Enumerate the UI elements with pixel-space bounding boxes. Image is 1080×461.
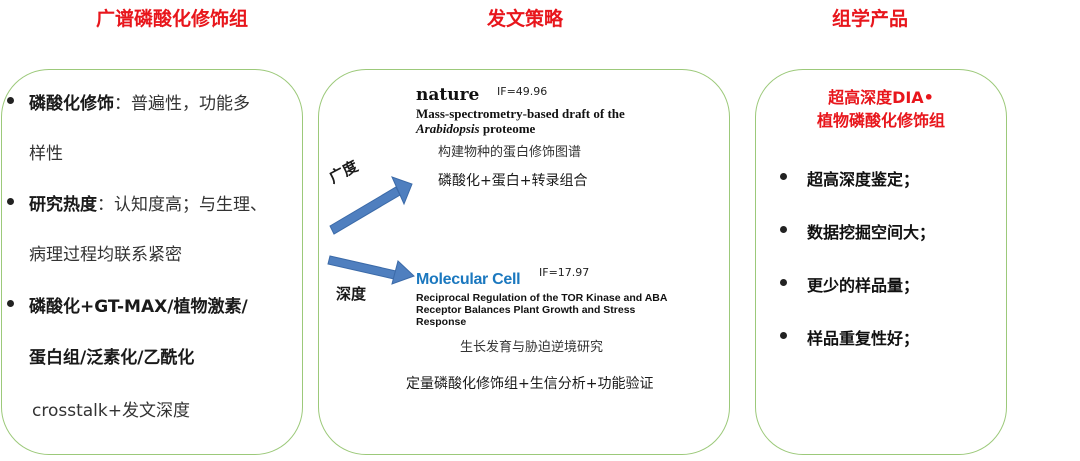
left-item-1-continuation: 样性 bbox=[29, 144, 63, 164]
product-bullet-3 bbox=[780, 279, 787, 286]
left-item-2-text: ：认知度高；与生理、 bbox=[97, 195, 267, 215]
bullet-1 bbox=[7, 97, 14, 104]
paper1-title-line2: Arabidopsis proteome bbox=[416, 121, 625, 136]
product-feature-3: 更少的样品量； bbox=[807, 276, 920, 295]
header-left: 广谱磷酸化修饰组 bbox=[95, 8, 248, 30]
paper2-title: Reciprocal Regulation of the TOR Kinase … bbox=[416, 292, 667, 328]
product-bullet-1 bbox=[780, 173, 787, 180]
paper1-impact-factor: IF=49.96 bbox=[497, 85, 548, 98]
product-bullet-4 bbox=[780, 332, 787, 339]
nature-journal-logo: nature bbox=[416, 85, 480, 105]
paper2-title-line3: Response bbox=[416, 316, 467, 328]
paper1-approach: 磷酸化+蛋白+转录组合 bbox=[438, 173, 588, 189]
left-item-1-text: ：普遍性，功能多 bbox=[114, 94, 250, 114]
left-item-1: 磷酸化修饰：普遍性，功能多 bbox=[29, 89, 250, 114]
product-title-line2: 植物磷酸化修饰组 bbox=[816, 111, 945, 130]
paper2-impact-factor: IF=17.97 bbox=[539, 266, 590, 279]
middle-panel bbox=[318, 69, 730, 455]
product-bullet-2 bbox=[780, 226, 787, 233]
paper2-title-line2: Receptor Balances Plant Growth and Stres… bbox=[416, 304, 636, 316]
left-item-3-label: 磷酸化+GT-MAX/植物激素/ bbox=[29, 297, 248, 317]
paper1-title: Mass-spectrometry-based draft of the Ara… bbox=[416, 106, 625, 136]
paper2-approach: 定量磷酸化修饰组+生信分析+功能验证 bbox=[406, 376, 654, 392]
paper2-title-line1: Reciprocal Regulation of the TOR Kinase … bbox=[416, 292, 668, 304]
left-item-3-continuation-text: 蛋白组/泛素化/乙酰化 bbox=[29, 348, 195, 368]
product-feature-1: 超高深度鉴定； bbox=[807, 170, 920, 189]
label-depth: 深度 bbox=[336, 285, 367, 303]
arrow-depth-icon bbox=[327, 255, 415, 285]
product-feature-2: 数据挖掘空间大； bbox=[807, 223, 936, 242]
paper1-caption: 构建物种的蛋白修饰图谱 bbox=[438, 145, 582, 160]
molecular-cell-journal-logo: Molecular Cell bbox=[416, 271, 521, 288]
header-right: 组学产品 bbox=[831, 8, 908, 30]
right-panel bbox=[755, 69, 1007, 455]
left-item-1-label: 磷酸化修饰 bbox=[29, 94, 114, 114]
arrows bbox=[327, 176, 415, 285]
paper1-title-rest: proteome bbox=[479, 121, 536, 136]
product-title-line1: 超高深度DIA• bbox=[828, 88, 934, 107]
left-item-3-continuation: 蛋白组/泛素化/乙酰化 bbox=[29, 343, 194, 368]
left-panel bbox=[1, 69, 303, 455]
bullet-3 bbox=[7, 300, 14, 307]
arrow-breadth-icon bbox=[329, 176, 413, 235]
bullet-2 bbox=[7, 198, 14, 205]
left-item-3: 磷酸化+GT-MAX/植物激素/ bbox=[29, 292, 248, 317]
product-feature-4: 样品重复性好； bbox=[807, 329, 920, 348]
left-item-2-continuation: 病理过程均联系紧密 bbox=[29, 245, 182, 265]
paper1-title-italic: Arabidopsis bbox=[416, 121, 480, 136]
left-item-2-label: 研究热度 bbox=[29, 195, 97, 215]
left-footer: crosstalk+发文深度 bbox=[32, 401, 190, 421]
paper2-caption: 生长发育与胁迫逆境研究 bbox=[460, 340, 604, 355]
left-item-2: 研究热度：认知度高；与生理、 bbox=[29, 190, 267, 215]
paper1-title-line1: Mass-spectrometry-based draft of the bbox=[416, 106, 625, 121]
header-middle: 发文策略 bbox=[486, 8, 563, 30]
